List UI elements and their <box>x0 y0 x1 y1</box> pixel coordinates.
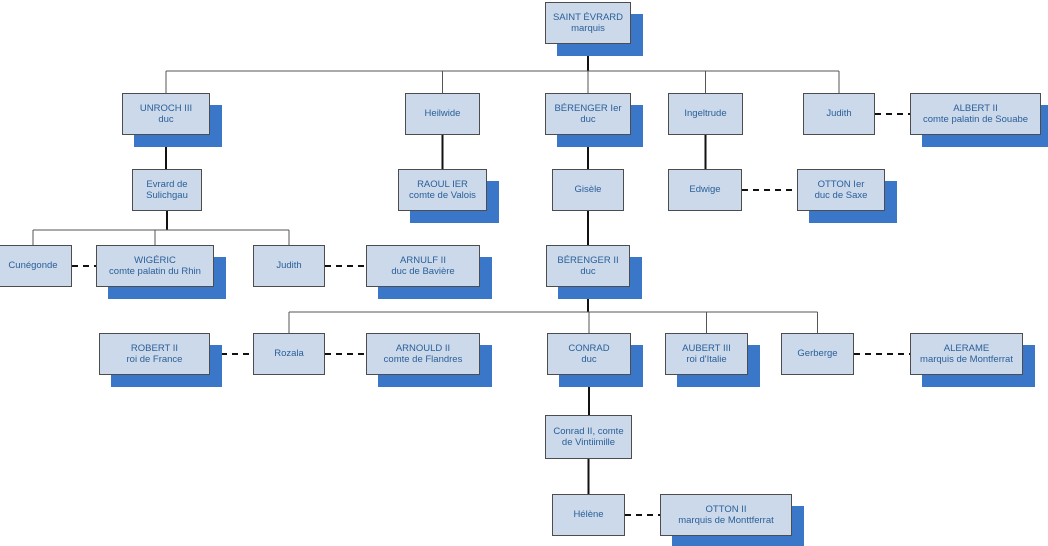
node-label-primary: Cunégonde <box>8 260 58 272</box>
node-label-secondary: duc <box>580 114 596 125</box>
node-label-primary: Rozala <box>274 348 304 360</box>
node-label-primary: Conrad II, comte <box>553 425 624 437</box>
node-label-secondary: comte de Flandres <box>383 354 463 365</box>
node-judith-1[interactable]: Judith <box>803 93 875 135</box>
node-gisele[interactable]: Gisèle <box>552 169 624 211</box>
node-label-secondary: duc <box>581 354 597 365</box>
node-label-primary: Heilwide <box>424 108 461 120</box>
node-label-primary: RAOUL IER <box>417 178 468 190</box>
node-label-primary: Judith <box>826 108 852 120</box>
node-label-primary: ALERAME <box>943 342 990 354</box>
node-label-primary: Ingeltrude <box>684 108 727 120</box>
node-label-primary: BÉRENGER II <box>557 254 619 266</box>
node-ingeltrude[interactable]: Ingeltrude <box>668 93 743 135</box>
node-rozala[interactable]: Rozala <box>253 333 325 375</box>
node-label-secondary: comte de Valois <box>409 190 476 201</box>
node-label-primary: Hélène <box>573 509 604 521</box>
node-label-primary: ARNULF II <box>400 254 446 266</box>
node-helene[interactable]: Hélène <box>552 494 625 536</box>
node-label-primary: Gerberge <box>797 348 838 360</box>
node-label-secondary: duc <box>158 114 174 125</box>
node-label-primary: Evrard de <box>146 178 188 190</box>
node-label-primary: Judith <box>276 260 302 272</box>
node-label-secondary: comte palatin du Rhin <box>109 266 201 277</box>
node-label-secondary: duc <box>580 266 596 277</box>
node-label-primary: ALBERT II <box>953 102 998 114</box>
node-label-primary: Gisèle <box>574 184 602 196</box>
node-label-primary: BÉRENGER Ier <box>554 102 622 114</box>
node-label-secondary: duc de Saxe <box>814 190 868 201</box>
node-label-primary: AUBERT III <box>682 342 731 354</box>
node-label-secondary: comte palatin de Souabe <box>922 114 1029 125</box>
node-edwige[interactable]: Edwige <box>668 169 742 211</box>
node-label-secondary: duc de Bavière <box>391 266 455 277</box>
node-heilwide[interactable]: Heilwide <box>405 93 480 135</box>
node-label-primary: OTTON Ier <box>817 178 865 190</box>
node-label-secondary: roi de France <box>126 354 183 365</box>
node-label-secondary: roi d'Italie <box>686 354 727 365</box>
node-label-primary: UNROCH III <box>139 102 193 114</box>
node-label-primary: Edwige <box>689 184 721 196</box>
node-label-primary: ROBERT II <box>130 342 179 354</box>
node-judith-2[interactable]: Judith <box>253 245 325 287</box>
node-label-primary: OTTON II <box>705 503 747 515</box>
node-label-secondary: marquis <box>571 23 605 34</box>
node-label-secondary: Sulichgau <box>146 190 188 201</box>
node-label-primary: CONRAD <box>568 342 610 354</box>
node-label-primary: SAINT ÉVRARD <box>552 11 624 23</box>
node-label-secondary: marquis de Montferrat <box>920 354 1013 365</box>
node-label-secondary: marquis de Monttferrat <box>678 515 774 526</box>
node-cunegonde[interactable]: Cunégonde <box>0 245 72 287</box>
node-gerberge[interactable]: Gerberge <box>781 333 854 375</box>
node-label-secondary: de Vintiimille <box>561 437 616 448</box>
node-label-primary: ARNOULD II <box>395 342 451 354</box>
node-label-primary: WIGÉRIC <box>134 254 176 266</box>
